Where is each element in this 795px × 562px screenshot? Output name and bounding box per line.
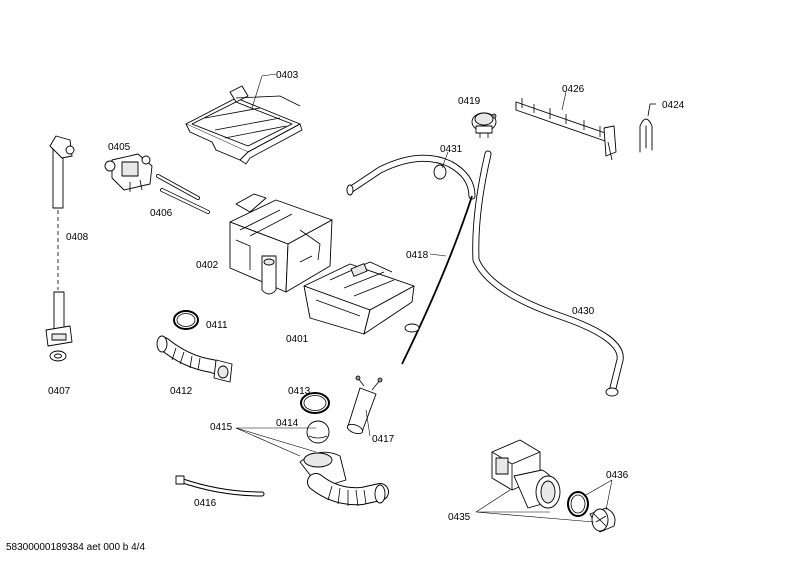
part-0414-ball <box>306 420 330 444</box>
part-0419-pressure-switch <box>471 112 497 138</box>
label-0411: 0411 <box>206 320 228 331</box>
part-0430-long-hose <box>472 150 624 397</box>
part-0426-bracket <box>515 98 617 161</box>
leader-0403 <box>251 73 277 109</box>
label-0436: 0436 <box>606 470 629 481</box>
part-0417-sensor-rod <box>346 375 383 435</box>
label-0419: 0419 <box>458 96 481 107</box>
part-0413-ring <box>300 392 330 414</box>
label-0413: 0413 <box>288 386 311 397</box>
part-0405-solenoid-valve <box>104 153 153 192</box>
part-0418-pressure-tube <box>401 195 473 365</box>
label-0405: 0405 <box>108 142 131 153</box>
label-0415: 0415 <box>210 422 233 433</box>
label-0430: 0430 <box>572 306 595 317</box>
label-0406: 0406 <box>150 208 173 219</box>
label-0435: 0435 <box>448 512 471 523</box>
label-0418: 0418 <box>406 250 429 261</box>
label-0416: 0416 <box>194 498 217 509</box>
label-0412: 0412 <box>170 386 193 397</box>
label-0407: 0407 <box>48 386 71 397</box>
leader-0417 <box>365 409 371 437</box>
part-0431-upper-hose <box>346 154 476 200</box>
leader-0426 <box>561 91 567 111</box>
part-0416-small-hose <box>175 475 265 497</box>
leader-0415 <box>235 427 317 457</box>
part-0435-drain-pump <box>491 439 616 533</box>
leader-0435 <box>475 489 595 523</box>
part-0406-hoses <box>156 174 210 214</box>
part-0411-o-ring <box>173 310 199 330</box>
part-0415-sump-hose <box>299 451 389 507</box>
part-0403-drawer-cover <box>185 85 303 165</box>
part-0407-washer <box>49 350 67 362</box>
label-0408: 0408 <box>66 232 89 243</box>
leader-0436 <box>583 479 613 511</box>
label-0426: 0426 <box>562 84 585 95</box>
label-0417: 0417 <box>372 434 395 445</box>
part-0424-clip <box>639 103 656 153</box>
label-0414: 0414 <box>276 418 299 429</box>
label-0431: 0431 <box>440 144 463 155</box>
leader-0418 <box>429 253 447 257</box>
part-0412-bellows-hose <box>156 335 233 383</box>
label-0424: 0424 <box>662 100 685 111</box>
label-0402: 0402 <box>196 260 219 271</box>
document-id: 58300000189384 aet 000 b 4/4 <box>6 542 146 553</box>
leader-0431 <box>441 151 449 169</box>
part-0408-inlet-hose <box>45 135 75 347</box>
label-0401: 0401 <box>286 334 309 345</box>
label-0403: 0403 <box>276 70 299 81</box>
part-0402-dispenser-housing <box>229 193 333 295</box>
part-0401-detergent-drawer <box>303 261 415 335</box>
